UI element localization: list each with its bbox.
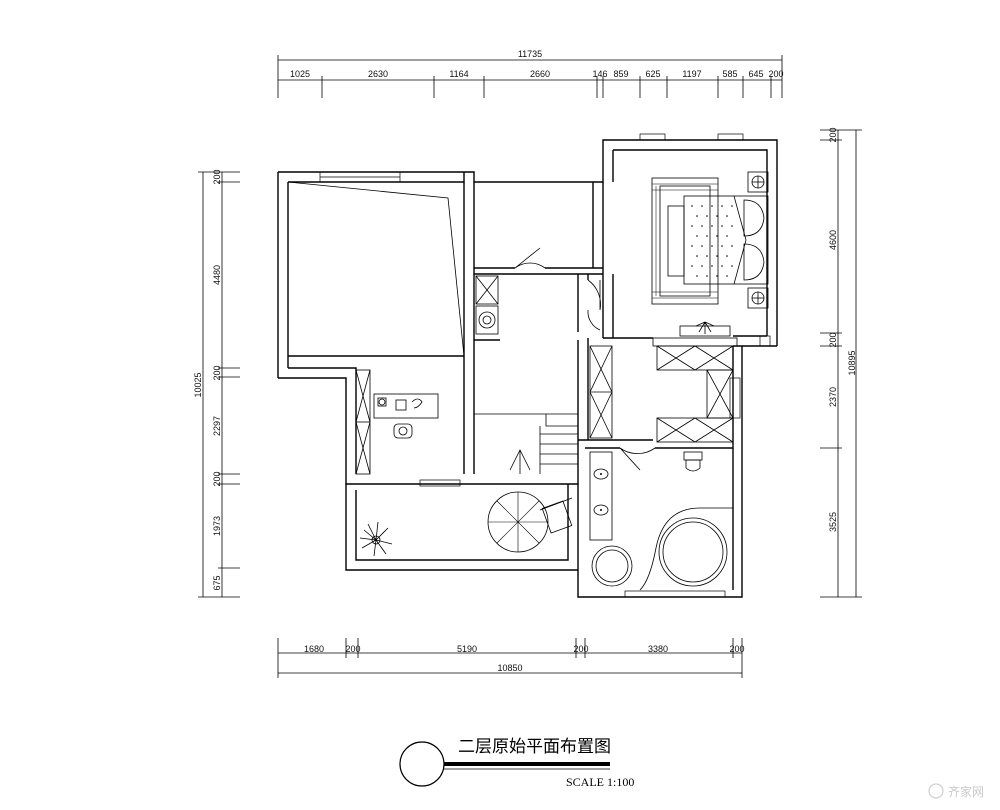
top-dimension: 200 bbox=[768, 69, 783, 79]
bedroom-cabinet bbox=[679, 321, 731, 337]
staircase bbox=[474, 413, 578, 474]
left-dimension: 675 bbox=[212, 575, 222, 590]
bottom-dimension: 3380 bbox=[648, 644, 668, 654]
right-dimension: 200 bbox=[828, 332, 838, 347]
title-circle bbox=[399, 741, 445, 787]
watermark-icon bbox=[928, 783, 944, 799]
left-total-dimension: 10025 bbox=[193, 372, 203, 397]
bottom-dimension: 5190 bbox=[457, 644, 477, 654]
top-dimension: 2660 bbox=[530, 69, 550, 79]
washer-closet bbox=[475, 275, 499, 335]
drawing-title: 二层原始平面布置图 bbox=[458, 737, 611, 757]
bottom-dimension: 200 bbox=[729, 644, 744, 654]
top-dimension-chain: 11735 1025 2630 1164 2660 146 859 625 11… bbox=[277, 49, 784, 98]
study-desk bbox=[373, 393, 439, 439]
double-bed bbox=[651, 171, 769, 309]
right-dimension: 2370 bbox=[828, 387, 838, 407]
right-total-dimension: 10895 bbox=[847, 350, 857, 375]
walls bbox=[277, 139, 778, 598]
left-dimension: 4480 bbox=[212, 265, 222, 285]
bottom-dimension-chain: 1680 200 5190 200 3380 200 10850 bbox=[277, 638, 745, 678]
windows bbox=[319, 133, 771, 598]
scale-label: SCALE 1:100 bbox=[566, 775, 634, 789]
bottom-dimension: 200 bbox=[573, 644, 588, 654]
left-dimension: 1973 bbox=[212, 516, 222, 536]
left-dimension-chain: 10025 200 4480 200 2297 200 1973 675 bbox=[193, 169, 240, 598]
top-dimension: 585 bbox=[722, 69, 737, 79]
title-underline-thick bbox=[444, 762, 610, 766]
left-dimension: 2297 bbox=[212, 416, 222, 436]
right-dimension: 200 bbox=[828, 127, 838, 142]
wardrobes bbox=[355, 337, 738, 475]
top-dimension: 1025 bbox=[290, 69, 310, 79]
top-dimension: 1164 bbox=[449, 69, 468, 79]
right-dimension-chain: 200 4600 200 2370 3525 10895 bbox=[820, 127, 862, 598]
top-dimension: 2630 bbox=[368, 69, 388, 79]
top-dimension: 1197 bbox=[682, 69, 701, 79]
watermark-logo: 齐家网 bbox=[928, 783, 984, 799]
bottom-dimension: 1680 bbox=[304, 644, 324, 654]
top-dimension: 625 bbox=[645, 69, 660, 79]
top-dimension: 645 bbox=[748, 69, 763, 79]
top-dimension: 146 bbox=[592, 69, 607, 79]
roof-slope-outline bbox=[287, 181, 465, 357]
title-block: 二层原始平面布置图 SCALE 1:100 bbox=[399, 737, 634, 789]
bathroom-fixtures bbox=[589, 451, 733, 591]
left-dimension: 200 bbox=[212, 471, 222, 486]
left-dimension: 200 bbox=[212, 365, 222, 380]
bottom-dimension: 200 bbox=[345, 644, 360, 654]
top-total-dimension: 11735 bbox=[518, 49, 542, 59]
right-dimension: 3525 bbox=[828, 512, 838, 532]
watermark-text: 齐家网 bbox=[948, 784, 984, 799]
top-dimension: 859 bbox=[613, 69, 628, 79]
balcony-furniture bbox=[359, 491, 573, 557]
left-dimension: 200 bbox=[212, 169, 222, 184]
right-dimension: 4600 bbox=[828, 230, 838, 250]
doors bbox=[514, 247, 656, 471]
bottom-total-dimension: 10850 bbox=[497, 663, 522, 673]
